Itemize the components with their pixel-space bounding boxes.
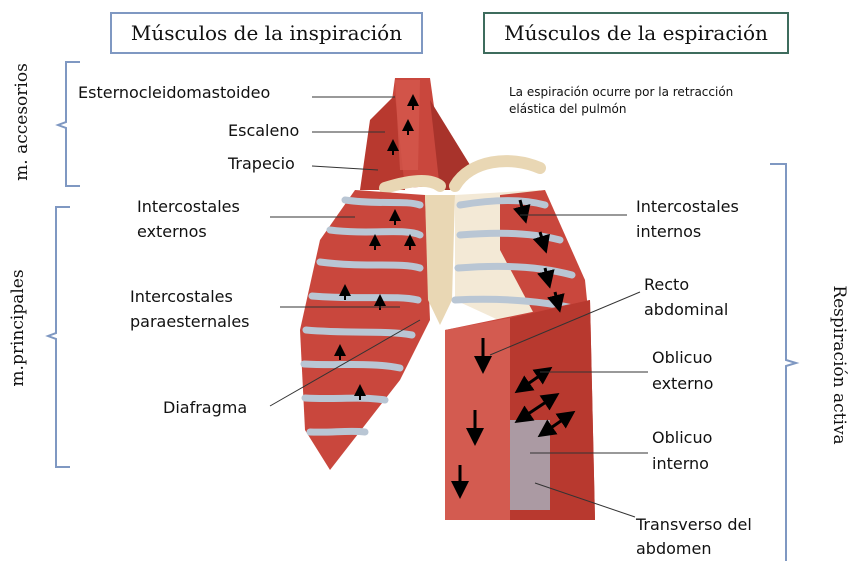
label-diaphragm: Diafragma [163,398,248,417]
label-int-oblique-1: Oblicuo [652,428,713,447]
leader-lines [269,96,648,518]
clavicle-left [379,175,446,194]
label-trapezius: Trapecio [228,154,295,173]
clavicle-right [449,155,546,192]
expiration-arrows [451,199,565,499]
label-rectus-2: abdominal [644,300,729,319]
group-active-label: Respiración activa [829,285,849,445]
abdominal-wall [445,300,595,520]
expiration-note-line1: La espiración ocurre por la retracción [509,85,734,99]
label-int-intercostal-2: internos [636,222,702,241]
label-ext-oblique-1: Oblicuo [652,348,713,367]
brackets [45,61,800,561]
neck-muscles [360,78,470,190]
sternum [425,195,455,325]
label-scalene: Escaleno [228,121,300,140]
label-rectus-1: Recto [644,275,690,294]
oblique-arrows [514,366,576,438]
label-parasternal-2: paraesternales [130,312,250,331]
label-scm: Esternocleidomastoideo [78,83,271,102]
label-ext-intercostal-2: externos [137,222,207,241]
label-ext-intercostal-1: Intercostales [137,197,240,216]
left-ribcage [300,190,430,470]
label-int-intercostal-1: Intercostales [636,197,739,216]
expiration-note-line2: elástica del pulmón [509,102,627,116]
label-parasternal-1: Intercostales [130,287,233,306]
group-accessory-label: m. accesorios [12,63,32,181]
label-ext-oblique-2: externo [652,374,714,393]
label-int-oblique-2: interno [652,454,709,473]
expiration-header: Músculos de la espiración [483,12,789,54]
label-transversus-2: abdomen [636,539,712,558]
inspiration-arrows [334,94,419,400]
label-transversus-1: Transverso del [636,515,752,534]
group-principal-label: m.principales [8,269,28,387]
inspiration-header: Músculos de la inspiración [110,12,423,54]
